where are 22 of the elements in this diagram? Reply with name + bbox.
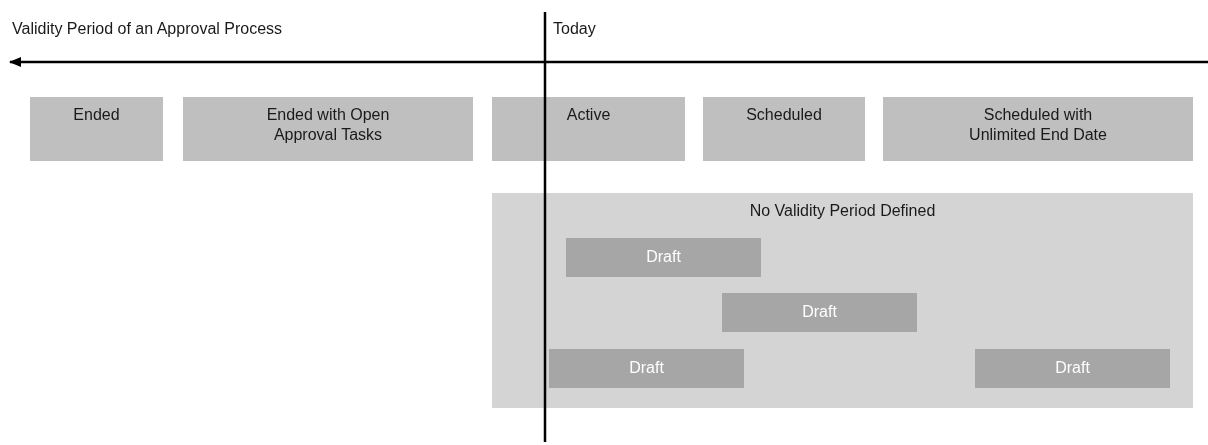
today-label: Today: [553, 20, 596, 38]
draft-box: [975, 349, 1170, 388]
status-label: Active: [565, 105, 612, 125]
panel-heading: No Validity Period Defined: [748, 201, 937, 221]
status-box: [492, 97, 685, 161]
diagram-title: Validity Period of an Approval Process: [12, 20, 283, 38]
status-label: Scheduled with Unlimited End Date: [968, 105, 1108, 145]
draft-box: [566, 238, 761, 277]
draft-box: [549, 349, 744, 388]
status-label: Scheduled: [745, 105, 823, 125]
status-label: Ended: [72, 105, 121, 125]
draft-label: Draft: [628, 358, 665, 378]
group-panel: [492, 193, 1193, 408]
status-box: [183, 97, 473, 161]
status-label: Ended with Open Approval Tasks: [265, 105, 391, 145]
status-box: [30, 97, 163, 161]
draft-label: Draft: [645, 247, 682, 267]
status-box: [883, 97, 1193, 161]
status-box: [703, 97, 865, 161]
draft-label: Draft: [801, 302, 838, 322]
draft-label: Draft: [1054, 358, 1091, 378]
draft-box: [722, 293, 917, 332]
